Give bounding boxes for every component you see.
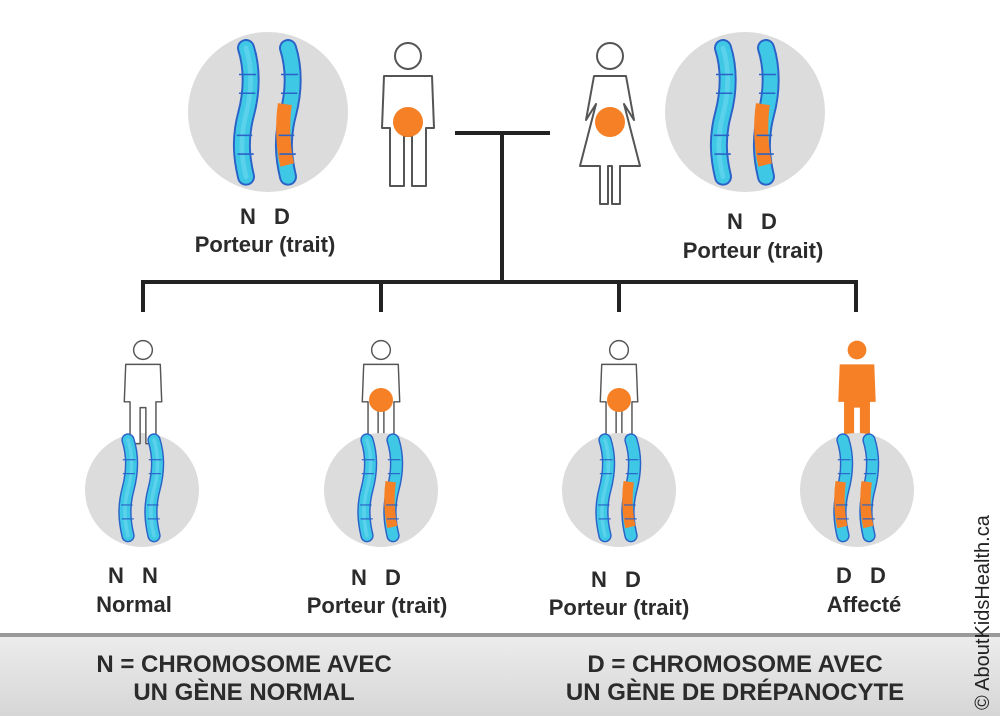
parent-mother xyxy=(580,32,825,204)
child-2 xyxy=(324,341,438,547)
carrier-dot-icon xyxy=(595,107,625,137)
parent-father-status: Porteur (trait) xyxy=(195,232,336,258)
parent-mother-status: Porteur (trait) xyxy=(683,238,824,264)
child-4-status: Affecté xyxy=(827,592,902,618)
parent-father xyxy=(188,32,434,192)
chromosome-circle xyxy=(188,32,348,192)
child-3 xyxy=(562,341,676,547)
child-3-status: Porteur (trait) xyxy=(549,595,690,621)
child-1-status: Normal xyxy=(96,592,172,618)
legend-normal-gene: N = CHROMOSOME AVEC UN GÈNE NORMAL xyxy=(24,651,464,707)
child-4-genotype: D D xyxy=(836,563,892,589)
child-3-genotype: N D xyxy=(591,567,647,593)
child-2-status: Porteur (trait) xyxy=(307,593,448,619)
parent-father-genotype: N D xyxy=(240,204,296,230)
chromosome-circle xyxy=(562,433,676,547)
affected-figure-icon xyxy=(838,341,875,444)
legend-sickle-gene: D = CHROMOSOME AVEC UN GÈNE DE DRÉPANOCY… xyxy=(515,651,955,707)
carrier-dot-icon xyxy=(607,388,631,412)
carrier-dot-icon xyxy=(393,107,423,137)
child-1 xyxy=(85,341,199,547)
chromosome-circle xyxy=(665,32,825,192)
child-1-genotype: N N xyxy=(108,563,164,589)
carrier-dot-icon xyxy=(369,388,393,412)
male-figure-icon xyxy=(124,341,161,444)
chromosome-circle xyxy=(800,433,914,547)
child-4 xyxy=(800,341,914,547)
child-2-genotype: N D xyxy=(351,565,407,591)
legend-bar: N = CHROMOSOME AVEC UN GÈNE NORMAL D = C… xyxy=(0,633,1000,716)
parent-mother-genotype: N D xyxy=(727,209,783,235)
copyright-text: © AboutKidsHealth.ca xyxy=(972,515,995,710)
chromosome-circle xyxy=(324,433,438,547)
